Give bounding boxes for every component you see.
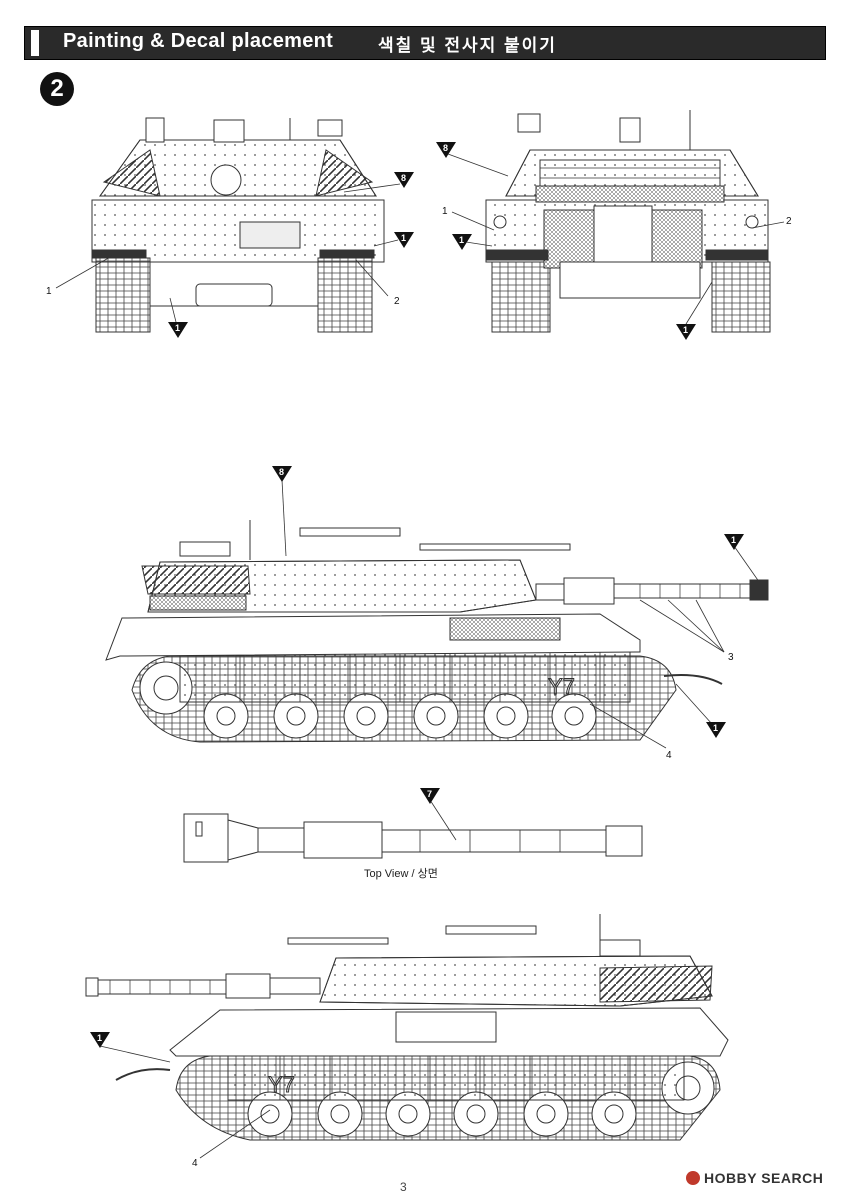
svg-text:1: 1 bbox=[175, 323, 180, 333]
svg-text:1: 1 bbox=[683, 325, 688, 335]
watermark-text: HOBBY SEARCH bbox=[704, 1170, 824, 1186]
watermark: HOBBY SEARCH bbox=[686, 1170, 823, 1186]
callout-rear-tri-8: 8 bbox=[436, 142, 456, 158]
right-side-view bbox=[85, 914, 729, 1141]
svg-text:4: 4 bbox=[666, 750, 672, 761]
callout-front-tri-1b: 1 bbox=[394, 232, 414, 248]
svg-text:1: 1 bbox=[459, 235, 464, 245]
callout-front-tri-1a: 1 bbox=[168, 322, 188, 338]
svg-text:2: 2 bbox=[786, 216, 792, 227]
svg-text:7: 7 bbox=[427, 789, 432, 799]
svg-text:1: 1 bbox=[401, 233, 406, 243]
callout-rear-tri-1b: 1 bbox=[676, 324, 696, 340]
barrel-top-view bbox=[183, 813, 643, 863]
callout-left-4: 4 bbox=[666, 750, 672, 761]
svg-text:1: 1 bbox=[46, 286, 52, 297]
left-side-view bbox=[105, 520, 769, 743]
svg-text:2: 2 bbox=[394, 296, 400, 307]
svg-text:8: 8 bbox=[279, 467, 284, 477]
svg-text:1: 1 bbox=[731, 535, 736, 545]
barrel-view-caption: Top View / 상면 bbox=[364, 868, 438, 880]
callout-front-tri-8: 8 bbox=[394, 172, 414, 188]
svg-text:1: 1 bbox=[713, 723, 718, 733]
callout-rear-tri-1a: 1 bbox=[452, 234, 472, 250]
callout-right-tri-1: 1 bbox=[90, 1032, 110, 1048]
header-title-korean: 색칠 및 전사지 붙이기 bbox=[378, 36, 557, 55]
step-number-badge: 2 bbox=[40, 72, 74, 106]
hull-marking-left: Y7 bbox=[548, 674, 575, 699]
svg-text:3: 3 bbox=[728, 652, 734, 663]
callout-right-4: 4 bbox=[192, 1158, 198, 1169]
callout-rear-2: 2 bbox=[786, 216, 792, 227]
header-title: Painting & Decal placement bbox=[63, 30, 334, 52]
callout-front-2: 2 bbox=[394, 296, 400, 307]
page-number: 3 bbox=[400, 1180, 407, 1194]
callout-barrel-tri-7: 7 bbox=[420, 788, 440, 804]
header-bars-icon bbox=[31, 30, 53, 87]
rear-view bbox=[485, 110, 771, 333]
svg-text:8: 8 bbox=[401, 173, 406, 183]
callout-left-3: 3 bbox=[728, 652, 734, 663]
callout-rear-1: 1 bbox=[442, 206, 448, 217]
hull-marking-right: Y7 bbox=[268, 1072, 295, 1097]
front-view bbox=[91, 117, 385, 333]
watermark-logo-icon bbox=[686, 1171, 700, 1185]
callout-left-tri-8: 8 bbox=[272, 466, 292, 482]
section-header: Painting & Decal placement 색칠 및 전사지 붙이기 bbox=[24, 26, 826, 87]
svg-text:8: 8 bbox=[443, 143, 448, 153]
callout-left-tri-1b: 1 bbox=[706, 722, 726, 738]
svg-text:1: 1 bbox=[97, 1033, 102, 1043]
callout-front-1: 1 bbox=[46, 286, 52, 297]
callout-left-tri-1a: 1 bbox=[724, 534, 744, 550]
svg-text:4: 4 bbox=[192, 1158, 198, 1169]
svg-text:1: 1 bbox=[442, 206, 448, 217]
